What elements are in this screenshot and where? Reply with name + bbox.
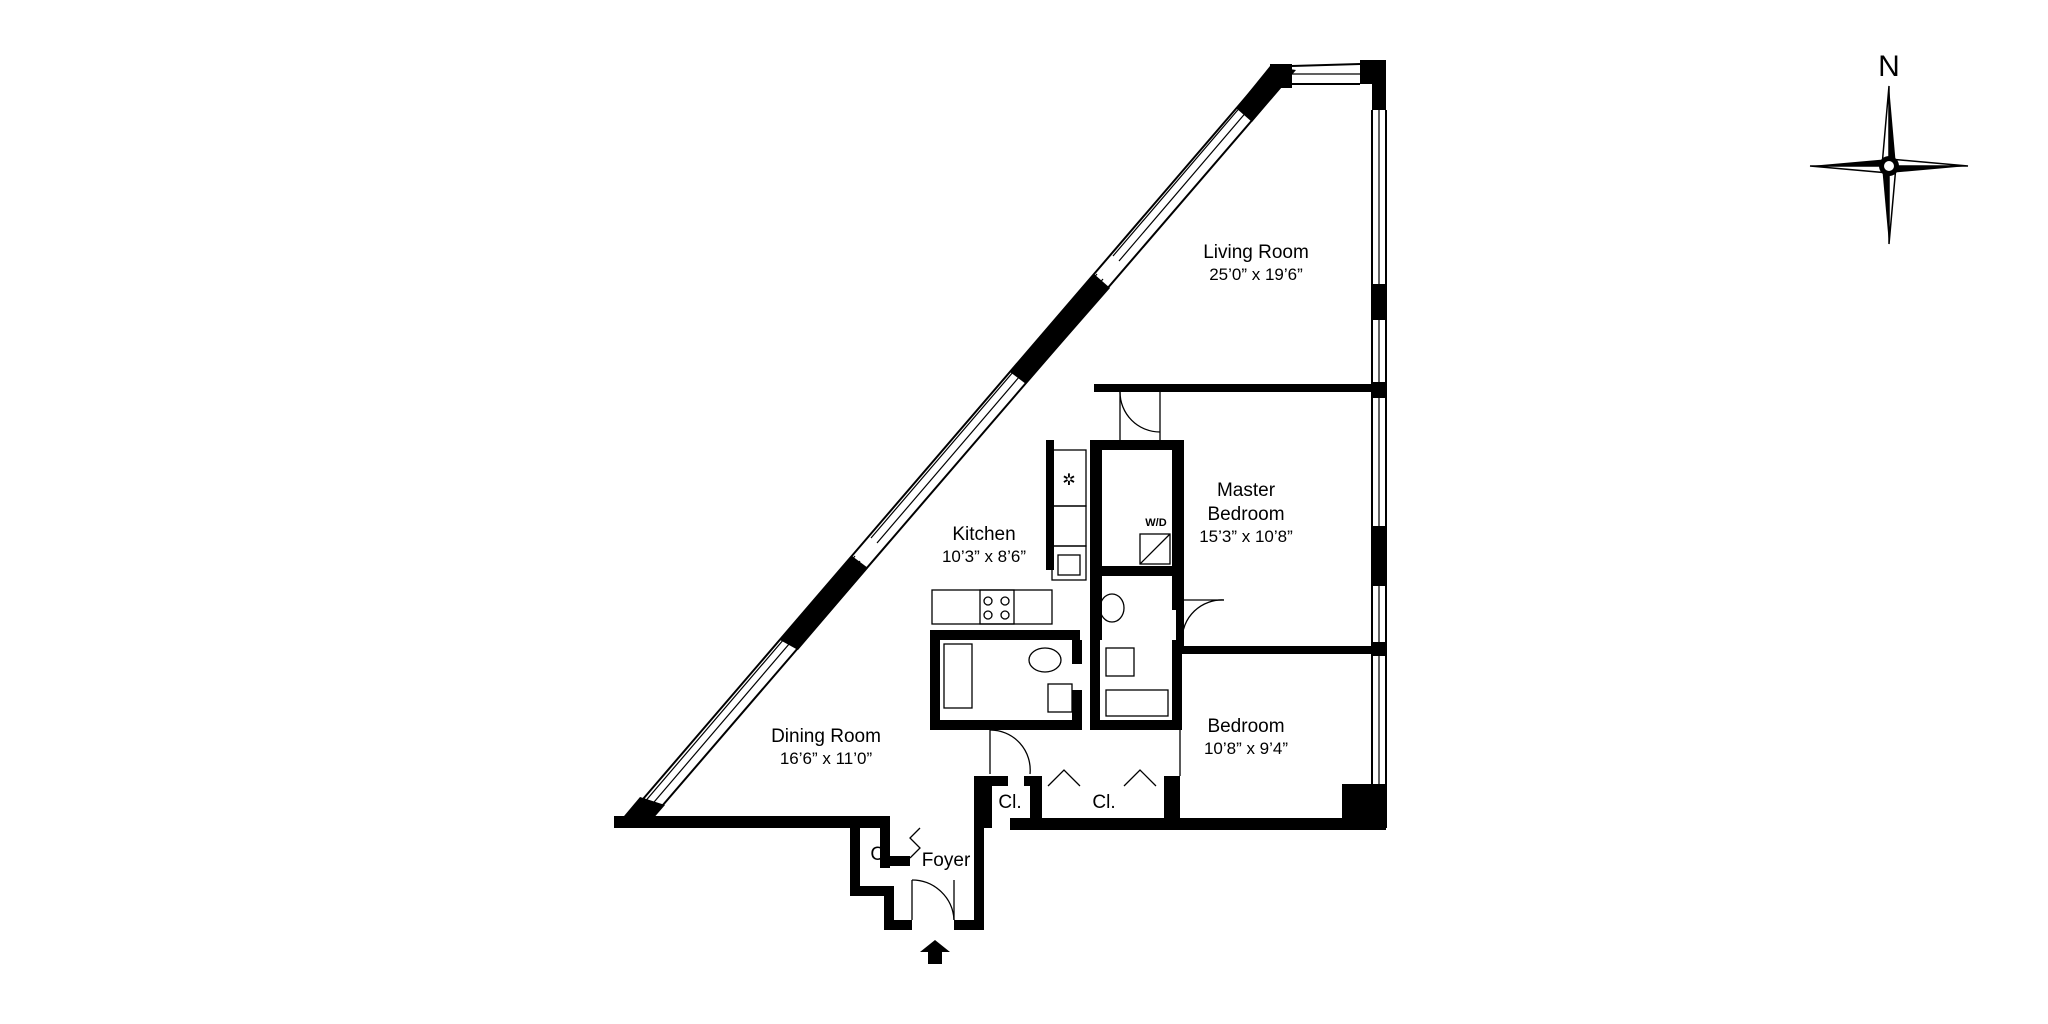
dining-room-name: Dining Room (771, 726, 881, 747)
room-labels: Living Room 25’0” x 19’6” Master Bedroom… (771, 242, 1309, 871)
master-bedroom-dims: 15’3” x 10’8” (1199, 527, 1293, 546)
kitchen-dims: 10’3” x 8’6” (942, 547, 1026, 566)
foyer-walls (850, 776, 984, 930)
south-wall (614, 776, 1386, 830)
bedroom-name: Bedroom (1207, 716, 1284, 737)
hall-closets (1047, 650, 1181, 787)
washer-dryer-label: W/D (1145, 517, 1166, 529)
east-wall (1342, 110, 1387, 830)
foyer-name: Foyer (922, 850, 971, 871)
living-room-dims: 25’0” x 19’6” (1209, 265, 1303, 284)
master-bedroom-name-2: Bedroom (1207, 504, 1284, 525)
hall-closet-large-label: Cl. (1092, 792, 1115, 813)
hall-closet-small-label: Cl. (998, 792, 1021, 813)
compass-rose-icon: N (1809, 50, 1969, 245)
bathroom-walls (930, 576, 1225, 775)
svg-text:✲: ✲ (1062, 472, 1075, 489)
north-wall (1270, 60, 1386, 110)
entry-arrow-icon[interactable] (920, 940, 950, 964)
kitchen-name: Kitchen (952, 524, 1015, 545)
foyer-closet-label: Cl. (870, 844, 893, 865)
living-room-name: Living Room (1203, 242, 1309, 263)
master-bedroom-name-1: Master (1217, 480, 1276, 501)
bedroom-dims: 10’8” x 9’4” (1204, 739, 1288, 758)
dining-room-dims: 16’6” x 11’0” (780, 749, 873, 768)
diagonal-exterior-wall (614, 66, 1296, 828)
laundry-closet: W/D (1102, 440, 1182, 610)
compass-north-label: N (1878, 50, 1900, 83)
